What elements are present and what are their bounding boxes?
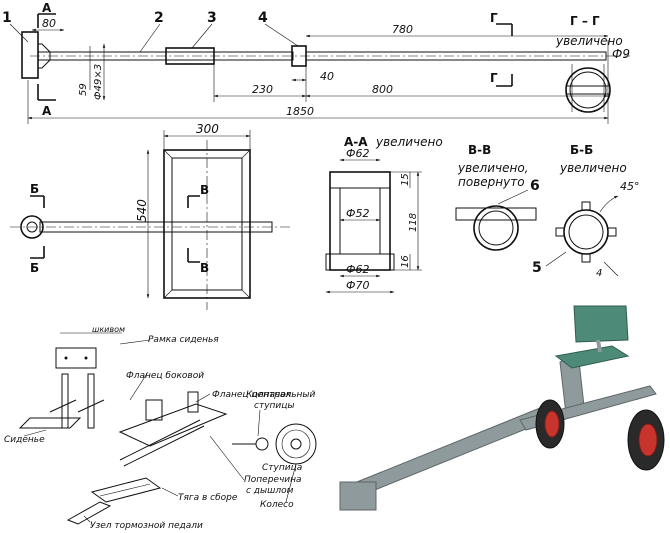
label-hinge: шкивом xyxy=(92,325,125,334)
mark-b-bottom: Б xyxy=(30,261,39,275)
dim-80: 80 xyxy=(42,17,56,30)
plate-v xyxy=(455,207,537,221)
section-v-v: В-В увеличено, повернуто 6 xyxy=(455,143,540,251)
dim-40: 40 xyxy=(320,70,334,83)
section-v-title: В-В xyxy=(468,143,491,157)
mark-g-bottom: Г xyxy=(490,71,498,85)
hub-sketch xyxy=(255,437,269,451)
section-v-note-1: увеличено, xyxy=(457,161,529,175)
seat-pan-photo xyxy=(554,345,630,369)
dim-780: 780 xyxy=(392,23,413,36)
dim-16: 16 xyxy=(400,255,411,268)
label-seat-frame: Рамка сиденья xyxy=(148,335,219,345)
dim-540: 540 xyxy=(135,199,149,222)
mark-a-top: А xyxy=(42,1,52,15)
dim-phi62-top: Ф62 xyxy=(346,147,369,160)
tube-outer xyxy=(565,67,611,113)
dim-59: 59 xyxy=(78,83,89,96)
dim-1850: 1850 xyxy=(286,105,314,118)
label-crossbar: Поперечина xyxy=(244,475,302,485)
section-g-title: Г – Г xyxy=(570,14,600,28)
exploded-assembly: шкивом Рамка сиденья Сиденье Фланец боко… xyxy=(4,325,317,531)
section-a-a: А-А увеличено Ф62 Ф52 Ф62 Ф70 15 118 16 xyxy=(325,135,443,294)
callout-5: 5 xyxy=(532,260,542,276)
callout-6: 6 xyxy=(530,178,540,194)
label-hub: Ступица xyxy=(262,463,302,473)
dim-phi49: Ф49×3 xyxy=(93,64,104,100)
dim-15: 15 xyxy=(400,173,411,186)
angle-45: 45° xyxy=(620,180,640,193)
mark-g-top: Г xyxy=(490,11,498,25)
label-side-flange: Фланец боковой xyxy=(126,371,204,381)
built-trailer-illustration xyxy=(339,305,665,511)
right-wheel-rim xyxy=(638,423,658,457)
dim-230: 230 xyxy=(252,83,273,96)
dim-4: 4 xyxy=(596,268,602,279)
tube-v-outer xyxy=(473,205,519,251)
hitch-block xyxy=(21,31,39,79)
section-a-title: А-А xyxy=(344,135,368,149)
label-wheel: Колесо xyxy=(260,500,294,510)
section-a-note: увеличено xyxy=(375,135,443,149)
label-hub-cap-2: ступицы xyxy=(254,401,294,411)
label-rod: Тяга в сборе xyxy=(178,493,238,503)
section-b-title: Б-Б xyxy=(570,143,593,157)
callout-4: 4 xyxy=(258,10,268,26)
label-brake: Узел тормозной педали xyxy=(90,521,203,531)
label-seat: Сиденье xyxy=(4,435,45,445)
mark-a-bottom: А xyxy=(42,104,52,118)
tube-inner xyxy=(569,71,607,109)
section-v-note-2: повернуто xyxy=(458,175,525,189)
dim-phi52: Ф52 xyxy=(346,207,369,220)
dim-phi70: Ф70 xyxy=(346,279,369,292)
left-wheel-rim xyxy=(544,410,560,438)
label-hub-cap: Колпачок xyxy=(246,390,292,400)
seat-back-sketch xyxy=(55,347,97,369)
section-g-note: увеличено xyxy=(555,34,623,48)
crossbar-sketch xyxy=(118,403,228,447)
bushing-outline xyxy=(329,171,391,271)
section-b-note: увеличено xyxy=(559,161,627,175)
label-crossbar-2: с дышлом xyxy=(246,486,294,496)
mark-v-bottom: В xyxy=(200,261,209,275)
seat-back-photo xyxy=(573,305,629,343)
seat-sketch xyxy=(18,417,82,429)
callout-2: 2 xyxy=(154,10,164,26)
drawbar-top-view: 1 2 3 4 А А Г Г 80 780 59 Ф49×3 40 230 8… xyxy=(2,1,630,124)
callout-3: 3 xyxy=(207,10,217,26)
section-g-g: Г – Г увеличено Ф9 xyxy=(555,14,630,113)
pin-rod xyxy=(565,85,611,95)
section-g-dia: Ф9 xyxy=(612,47,630,61)
seat-post-photo xyxy=(596,339,602,353)
tube-b-outer xyxy=(563,209,609,255)
rod-sketch xyxy=(90,477,162,503)
section-b-b: Б-Б увеличено 45° 5 4 xyxy=(532,143,640,279)
dim-118: 118 xyxy=(408,213,419,232)
dim-300: 300 xyxy=(196,122,219,136)
brake-pedal-sketch xyxy=(66,501,112,525)
hitch-photo xyxy=(339,481,377,511)
mark-b-top: Б xyxy=(30,182,39,196)
label-center-flange: Фланец центральный xyxy=(212,390,315,400)
plan-view: 300 540 Б Б В В xyxy=(10,122,290,310)
mark-v-top: В xyxy=(200,183,209,197)
dim-800: 800 xyxy=(372,83,393,96)
dim-phi62-low: Ф62 xyxy=(346,263,369,276)
callout-1: 1 xyxy=(2,10,12,26)
